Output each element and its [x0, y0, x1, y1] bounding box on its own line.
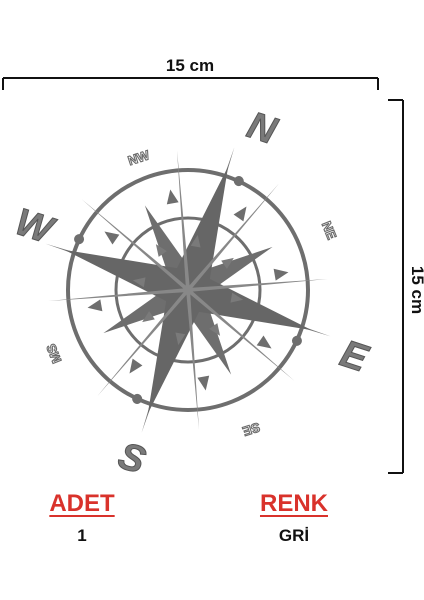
compass-rose	[45, 147, 331, 433]
color-info: RENK GRİ	[234, 490, 354, 546]
cardinal-points	[64, 166, 312, 414]
height-dimension: 15 cm	[388, 99, 424, 474]
quantity-value: 1	[77, 526, 87, 545]
outer-ring	[66, 168, 310, 412]
southwest-label: MS	[43, 342, 64, 366]
color-value: GRİ	[278, 526, 310, 545]
east-label: E	[335, 333, 374, 381]
west-label: W	[10, 201, 60, 253]
compass-star	[45, 147, 331, 433]
inner-ring	[114, 216, 262, 364]
height-label: 15 cm	[408, 266, 424, 314]
northwest-label: NW	[126, 147, 152, 168]
quantity-title: ADET	[49, 490, 115, 517]
width-dimension: 15 cm	[2, 56, 379, 90]
inner-arrows	[132, 234, 244, 346]
width-label: 15 cm	[166, 56, 214, 75]
fine-rays	[81, 183, 295, 397]
north-label: N	[242, 104, 283, 153]
northeast-label: NE	[319, 219, 340, 242]
ring-dots	[74, 176, 302, 404]
southeast-label: SE	[241, 419, 262, 439]
south-label: S	[113, 435, 150, 483]
ring-arrows	[87, 189, 289, 391]
quantity-info: ADET 1	[22, 490, 142, 546]
color-title: RENK	[259, 490, 328, 517]
